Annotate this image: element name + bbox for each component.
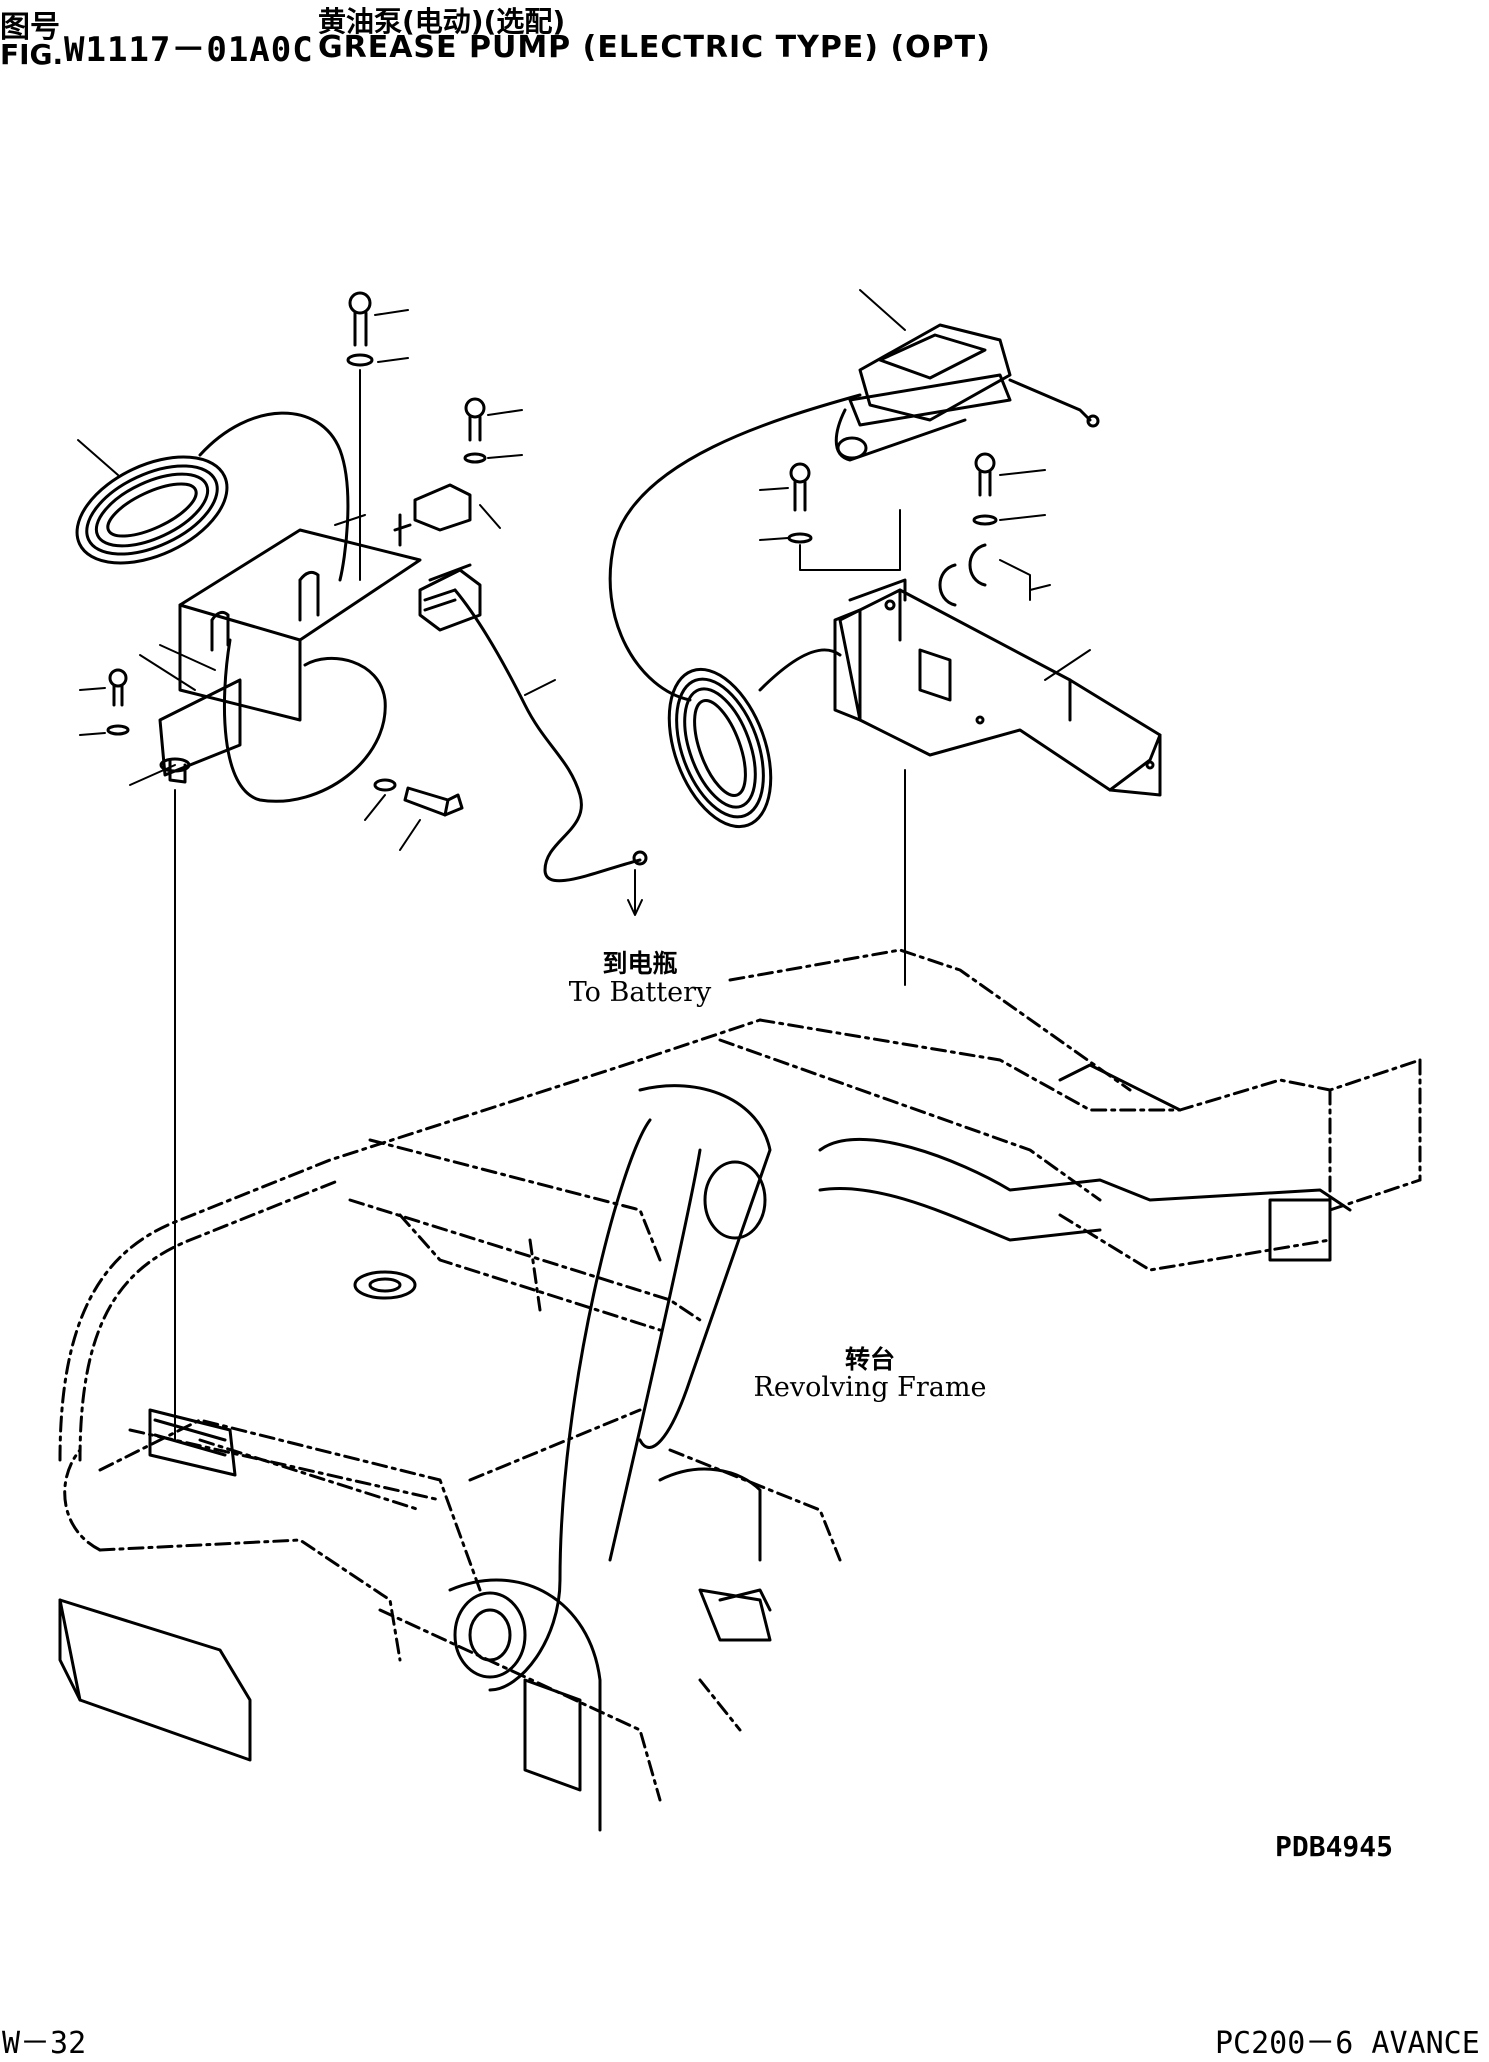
frame-label-en: Revolving Frame <box>753 1372 987 1403</box>
right-clips <box>940 545 1050 605</box>
right-grease-pump <box>836 325 1098 460</box>
left-cable-coil <box>60 413 347 584</box>
leader-line <box>335 515 365 525</box>
battery-label-cn: 到电瓶 <box>602 949 678 978</box>
right-pump-cable <box>610 395 860 700</box>
left-bolt-upper-right <box>465 399 522 462</box>
leader-line <box>1045 650 1090 680</box>
right-bolt-right <box>974 454 1045 524</box>
frame-label-cn: 转台 <box>844 1345 895 1374</box>
leader-line <box>130 765 175 785</box>
right-cable-coil <box>650 650 840 841</box>
left-mounting-bracket <box>160 530 420 782</box>
right-mounting-bracket <box>835 580 1160 795</box>
title-chinese: 黄油泵(电动)(选配) <box>318 5 566 38</box>
right-bolt-left <box>760 464 900 570</box>
leader-line <box>160 645 215 670</box>
leader-line <box>480 505 500 528</box>
title-english: GREASE PUMP (ELECTRIC TYPE) (OPT) <box>318 30 991 65</box>
left-controller-box <box>395 485 480 630</box>
fig-en-label: FIG. <box>0 38 64 71</box>
leader-line <box>78 440 118 475</box>
machine-model: PC200－6 AVANCE <box>1215 2026 1480 2061</box>
figure-number: W1117－01A0C <box>64 30 314 70</box>
drawing-code: PDB4945 <box>1275 1830 1394 1863</box>
leader-line <box>860 290 905 330</box>
revolving-frame-solid <box>60 1065 1350 1830</box>
leader-line <box>140 655 195 690</box>
fig-cn-label: 图号 <box>0 10 60 45</box>
leader-line <box>525 680 555 695</box>
left-bolt-lower <box>365 780 462 850</box>
left-bolt-left <box>80 670 128 735</box>
page-number: W－32 <box>2 2026 87 2061</box>
left-bracket-wire <box>224 640 385 801</box>
battery-label-en: To Battery <box>568 977 712 1008</box>
battery-arrow <box>628 870 642 915</box>
battery-cable <box>455 590 640 881</box>
left-bolt-top <box>348 293 408 580</box>
battery-cable-terminal <box>634 852 646 864</box>
